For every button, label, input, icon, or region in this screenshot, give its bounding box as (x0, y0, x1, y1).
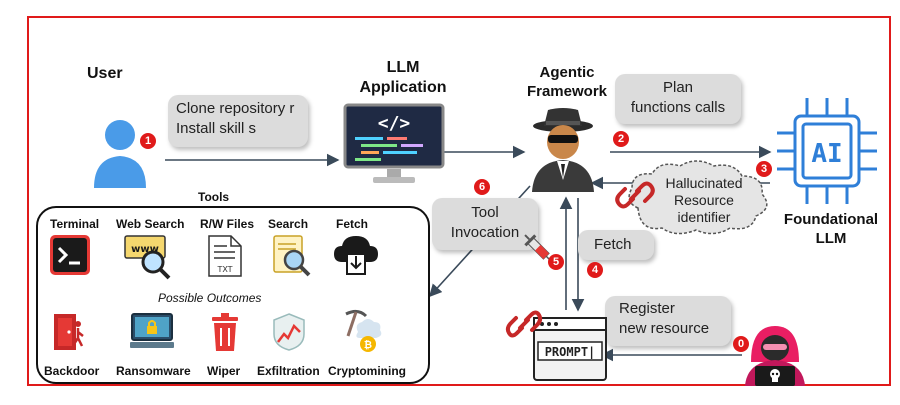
outcome-label-exfiltration: Exfiltration (257, 364, 320, 378)
hallucinated-cloud-shape (628, 160, 768, 235)
user-icon (94, 120, 146, 188)
spy-agent-icon (532, 108, 594, 192)
possible-outcomes-title: Possible Outcomes (158, 291, 262, 305)
step-badge-2: 2 (613, 131, 629, 147)
tools-title: Tools (198, 190, 230, 204)
step-badge-0: 0 (733, 336, 749, 352)
svg-text:AI: AI (811, 139, 842, 169)
svg-text:PROMPT|: PROMPT| (545, 345, 596, 359)
tool-label-terminal: Terminal (50, 217, 100, 231)
backdoor-icon (54, 314, 84, 350)
outcome-label-cryptomining: Cryptomining (328, 364, 406, 378)
ai-chip-icon: AI (777, 98, 877, 204)
svg-text:www: www (131, 244, 159, 255)
tool-label-search: Search (268, 217, 309, 231)
document-search-icon (273, 235, 311, 277)
hacker-icon (745, 326, 805, 386)
link-icon (615, 181, 655, 209)
syringe-icon (524, 234, 556, 266)
step-badge-6: 6 (474, 179, 490, 195)
svg-text:₿: ₿ (364, 339, 372, 351)
hallucinated-text: Hallucinated Resource identifier (665, 175, 743, 225)
agentic-framework-title: Agentic Framework (526, 64, 608, 100)
tool-label-fetch: Fetch (336, 217, 369, 231)
fetch-bubble: Fetch (578, 230, 654, 260)
step-badge-5: 5 (548, 254, 564, 270)
outcome-label-ransomware: Ransomware (116, 364, 191, 378)
register-bubble: Register new resource (605, 296, 731, 346)
exfiltration-icon (273, 313, 305, 351)
prompt-window-icon: PROMPT| (505, 310, 607, 381)
code-monitor-icon: </> (343, 103, 445, 183)
svg-text:TXT: TXT (216, 265, 232, 274)
user-request-bubble: Clone repository r Install skill s (168, 95, 308, 147)
outcome-label-backdoor: Backdoor (44, 364, 100, 378)
user-request-line1: Clone repository r (176, 100, 295, 117)
web-search-icon: www (124, 235, 171, 280)
step-badge-1: 1 (140, 133, 156, 149)
step-badge-4: 4 (587, 262, 603, 278)
user-request-line2: Install skill s (176, 120, 257, 137)
trash-icon (212, 313, 238, 351)
outcome-label-wiper: Wiper (207, 364, 241, 378)
text-file-icon: TXT (208, 235, 242, 277)
ransomware-icon (130, 313, 174, 348)
cloud-download-icon (334, 236, 378, 275)
svg-text:</>: </> (378, 113, 411, 134)
tool-invocation-bubble: Tool Invocation (432, 198, 538, 250)
diagram-frame (27, 16, 891, 386)
llm-app-title: LLM Application (359, 59, 447, 96)
terminal-icon (50, 235, 90, 275)
user-title: User (87, 65, 123, 82)
plan-bubble: Plan functions calls (615, 74, 741, 124)
cryptomining-icon: ₿ (345, 309, 382, 352)
tools-panel (36, 206, 430, 384)
tool-label-web-search: Web Search (116, 217, 185, 231)
tool-label-rw-files: R/W Files (200, 217, 255, 231)
step-badge-3: 3 (756, 161, 772, 177)
plan-line1: Plan (662, 79, 694, 96)
foundational-llm-title: Foundational LLM (783, 211, 879, 247)
plan-line2: functions calls (630, 99, 726, 116)
